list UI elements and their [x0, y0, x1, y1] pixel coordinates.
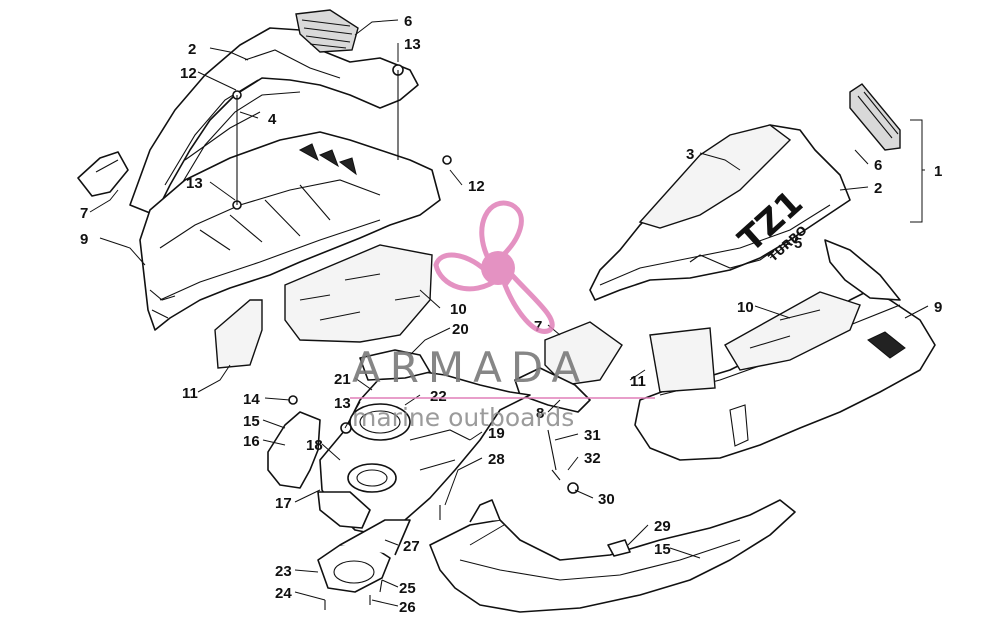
- callout-label: 32: [584, 450, 601, 467]
- right-vent-grille: [849, 83, 901, 151]
- assembly-bracket: [910, 119, 923, 223]
- callout-label: 10: [450, 301, 467, 318]
- callout-label: 1: [934, 163, 942, 180]
- callout-label: 6: [874, 157, 882, 174]
- callout-label: 19: [488, 425, 505, 442]
- callout-label: 31: [584, 427, 601, 444]
- callout-label: 9: [80, 231, 88, 248]
- left-lower-side-piece: [267, 411, 371, 529]
- watermark-tagline: marine outboards: [352, 403, 574, 432]
- callout-label: 20: [452, 321, 469, 338]
- watermark: ARMADA marine outboards: [350, 200, 655, 432]
- callout-label: 25: [399, 580, 416, 597]
- right-foam-pad-10: [724, 291, 861, 371]
- callout-label: 30: [598, 491, 615, 508]
- right-side-panel: [634, 239, 936, 461]
- callout-label: 7: [80, 205, 88, 222]
- hardware-fasteners: [232, 64, 631, 610]
- left-bracket-7: [77, 151, 129, 197]
- callout-label: 15: [243, 413, 260, 430]
- callout-label: 12: [468, 178, 485, 195]
- right-foam-pad-11: [649, 327, 716, 393]
- callout-label: 28: [488, 451, 505, 468]
- callout-label: 22: [430, 388, 447, 405]
- callout-label: 6: [404, 13, 412, 30]
- callout-label: 18: [306, 437, 323, 454]
- callout-label: 11: [630, 373, 646, 390]
- callout-label: 7: [534, 318, 542, 335]
- callout-label: 4: [268, 111, 277, 128]
- callout-label: 21: [334, 371, 351, 388]
- callout-label: 13: [334, 395, 351, 412]
- callout-label: 17: [275, 495, 292, 512]
- right-hood: TZ1 TURBO: [589, 124, 851, 301]
- callout-label: 3: [686, 146, 694, 163]
- callout-labels: 6 13 2 12 4 13 12 7 9 10 11 3 6 2 1 5 10…: [80, 13, 942, 616]
- left-foam-pad-10: [284, 244, 433, 343]
- left-foam-pad-11: [214, 299, 263, 369]
- callout-label: 13: [404, 36, 421, 53]
- callout-label: 8: [536, 405, 544, 422]
- callout-label: 13: [186, 175, 203, 192]
- callout-label: 9: [934, 299, 942, 316]
- lower-duct-ring: [317, 519, 411, 593]
- callout-label: 26: [399, 599, 416, 616]
- callout-label: 27: [403, 538, 420, 555]
- callout-label: 2: [874, 180, 882, 197]
- bottom-skid-pan: [429, 499, 796, 613]
- propeller-logo: [433, 200, 555, 334]
- left-vent-grille: [295, 9, 359, 53]
- callout-label: 24: [275, 585, 292, 602]
- callout-label: 14: [243, 391, 260, 408]
- callout-label: 15: [654, 541, 671, 558]
- callout-label: 29: [654, 518, 671, 535]
- callout-label: 11: [182, 385, 198, 402]
- callout-label: 5: [794, 235, 802, 252]
- left-upper-hood: [129, 27, 419, 216]
- callout-label: 10: [737, 299, 754, 316]
- right-bracket-7: [544, 321, 623, 386]
- watermark-brand: ARMADA: [352, 343, 589, 392]
- left-side-panel: [139, 131, 441, 331]
- callout-label: 16: [243, 433, 260, 450]
- callout-label: 23: [275, 563, 292, 580]
- belly-pan: [319, 349, 531, 536]
- callout-label: 2: [188, 41, 196, 58]
- leader-lines: [89, 19, 929, 607]
- callout-label: 12: [180, 65, 197, 82]
